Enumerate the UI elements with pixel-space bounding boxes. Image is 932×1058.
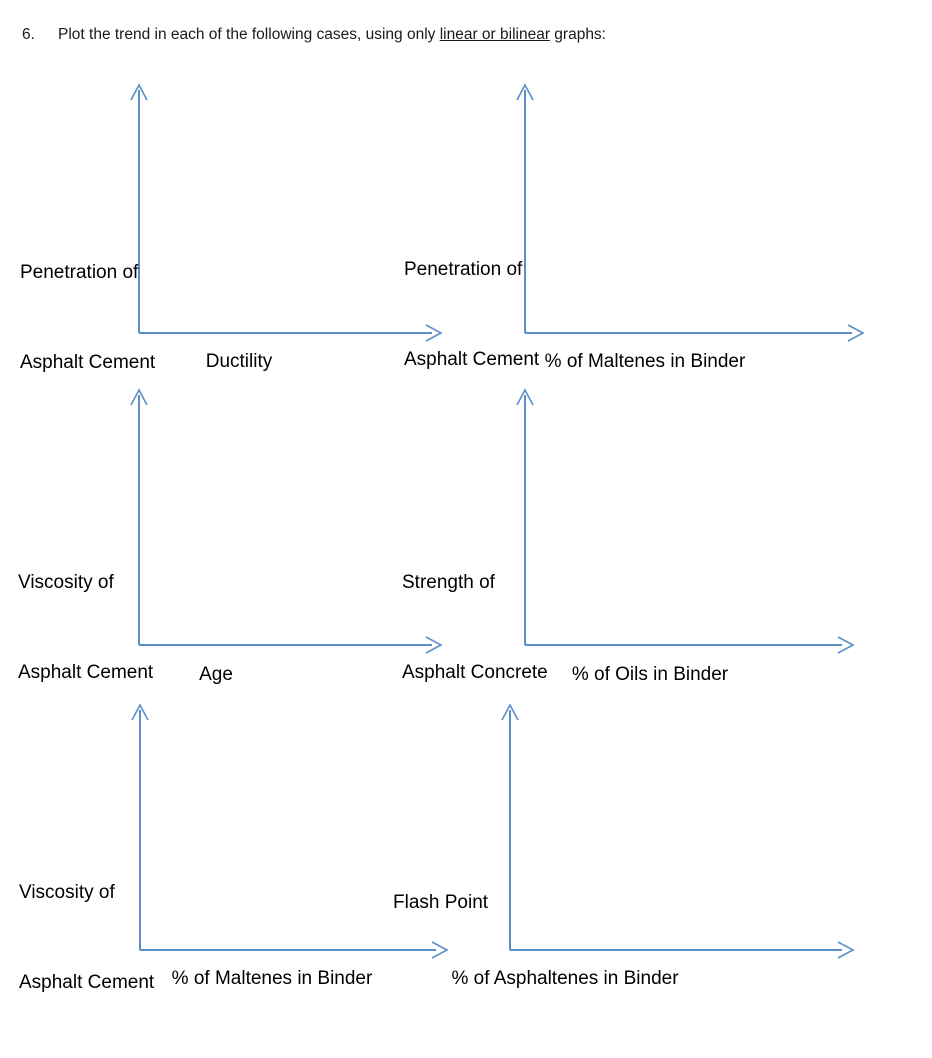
graph-5-axes [131, 703, 449, 959]
graph-4-y-label: Strength of Asphalt Concrete [402, 508, 652, 748]
y-axis-arrowhead [131, 703, 149, 721]
question-emphasis: linear or bilinear [439, 26, 550, 43]
graph-3-x-label: Age [199, 664, 233, 685]
graph-2-y-label-line1: Penetration of [404, 259, 523, 280]
graph-1-x-label: Ductility [205, 351, 273, 372]
graph-4-y-label-line1: Strength of [402, 572, 495, 593]
x-axis-arrowhead [837, 941, 855, 959]
graph-3-axes [130, 388, 443, 654]
graph-3-y-label: Viscosity of Asphalt Cement [18, 508, 248, 748]
x-axis-arrowhead [431, 941, 449, 959]
graph-3-y-label-line1: Viscosity of [18, 572, 114, 593]
y-axis-arrowhead [501, 703, 519, 721]
graph-3-y-label-line2: Asphalt Cement [18, 662, 154, 683]
graph-6-y-label: Flash Point [393, 828, 623, 978]
y-axis-arrowhead [130, 388, 148, 406]
question-prompt: 6. Plot the trend in each of the followin… [22, 25, 912, 45]
graph-5-y-label: Viscosity of Asphalt Cement [19, 818, 249, 1058]
x-axis-arrowhead [425, 636, 443, 654]
graph-4-axes [516, 388, 855, 654]
x-axis-arrowhead [425, 324, 443, 342]
graph-2: Penetration of Asphalt Cement % of Malte… [390, 0, 932, 380]
graph-6-y-label-line1: Flash Point [393, 892, 489, 913]
graph-5-x-label: % of Maltenes in Binder [171, 968, 373, 989]
question-number: 6. [22, 26, 35, 43]
graph-6: Flash Point % of Asphaltenes in Binder [390, 620, 932, 1024]
graph-2-x-label: % of Maltenes in Binder [544, 351, 746, 372]
graph-1-axes [130, 83, 443, 342]
question-text-after: graphs: [549, 26, 606, 43]
graph-1-y-label-line2: Asphalt Cement [20, 352, 156, 373]
question-text-before: Plot the trend in each of the following … [58, 26, 440, 43]
graph-3: Viscosity of Asphalt Cement Age [0, 310, 466, 690]
graph-4-x-label: % of Oils in Binder [571, 664, 729, 685]
graph-6-x-label: % of Asphaltenes in Binder [451, 968, 679, 989]
x-axis-arrowhead [847, 324, 865, 342]
graph-2-y-label-line2: Asphalt Cement [404, 349, 540, 370]
graph-6-axes [501, 703, 855, 959]
graph-1-y-label-line1: Penetration of [20, 262, 139, 283]
graph-5-y-label-line1: Viscosity of [19, 882, 115, 903]
graph-2-axes [516, 83, 865, 342]
graph-2-y-label: Penetration of Asphalt Cement [404, 195, 644, 435]
graph-1: Penetration of Asphalt Cement Ductility [0, 0, 466, 380]
x-axis-arrowhead [837, 636, 855, 654]
y-axis-arrowhead [130, 83, 148, 101]
graph-1-y-label: Penetration of Asphalt Cement [20, 198, 250, 438]
y-axis-arrowhead [516, 388, 534, 406]
graph-5-y-label-line2: Asphalt Cement [19, 972, 155, 993]
y-axis-arrowhead [516, 83, 534, 101]
graph-5: Viscosity of Asphalt Cement % of Maltene… [0, 620, 466, 1024]
graph-4: Strength of Asphalt Concrete % of Oils i… [390, 310, 932, 690]
graph-4-y-label-line2: Asphalt Concrete [402, 662, 548, 683]
